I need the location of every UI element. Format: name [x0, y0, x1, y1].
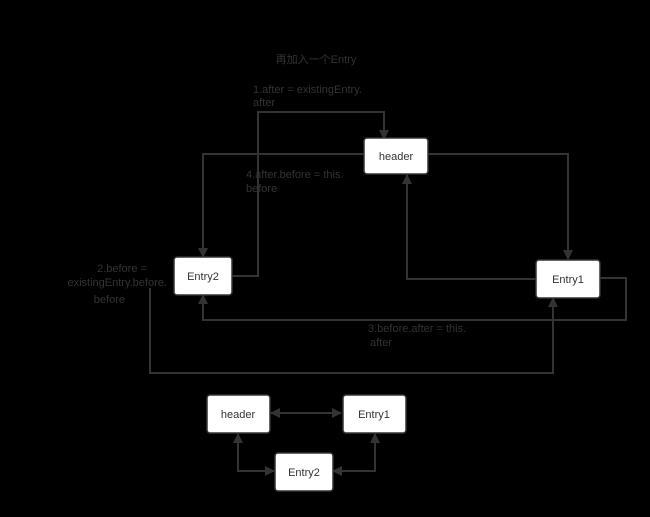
- annotation-step1: 1.after = existingEntry. after: [253, 84, 365, 109]
- svg-text:header: header: [379, 151, 414, 163]
- svg-text:Entry2: Entry2: [288, 467, 320, 479]
- node-entry1-bottom[interactable]: Entry1: [342, 394, 407, 434]
- edge-bottom-header-entry2: [233, 433, 275, 476]
- svg-text:Entry1: Entry1: [358, 409, 390, 421]
- annotation-step2: 2.before = existingEntry.before. before: [67, 263, 170, 306]
- annotation-step3: 3.before.after = this. after: [368, 323, 469, 349]
- edge-step1-entry2-to-header: [232, 111, 389, 277]
- edge-header-to-entry1: [428, 153, 573, 260]
- svg-text:header: header: [221, 409, 256, 421]
- svg-text:Entry2: Entry2: [187, 271, 219, 283]
- edge-bottom-entry2-entry1: [332, 433, 380, 476]
- edge-step4-entry1-to-header: [402, 174, 536, 280]
- edge-header-to-entry2: [198, 153, 364, 258]
- node-header-bottom[interactable]: header: [206, 394, 271, 434]
- node-entry2-top[interactable]: Entry2: [173, 256, 233, 296]
- edge-step2-entry2-to-entry1: [149, 288, 558, 374]
- edge-step3-entry1-to-entry2: [198, 277, 627, 321]
- node-header-top[interactable]: header: [363, 137, 429, 175]
- node-entry1-top[interactable]: Entry1: [535, 259, 601, 299]
- annotation-step4: 4.after.before = this. before: [246, 169, 347, 195]
- svg-text:Entry1: Entry1: [552, 274, 584, 286]
- node-entry2-bottom[interactable]: Entry2: [274, 452, 334, 492]
- diagram-title: 再加入一个Entry: [276, 53, 357, 66]
